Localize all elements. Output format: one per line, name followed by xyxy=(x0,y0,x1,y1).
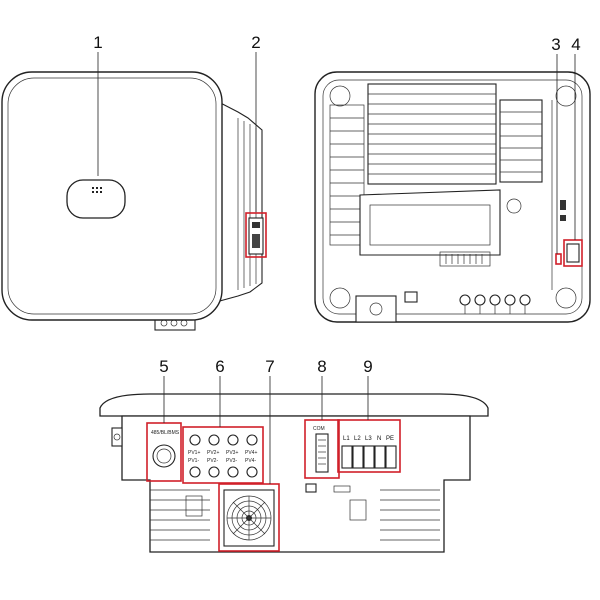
pv4-plus-label: PV4+ xyxy=(245,450,257,456)
rear-right-module xyxy=(499,99,543,183)
corner-mount-br xyxy=(555,287,577,309)
bottom-center-part xyxy=(305,483,317,493)
bottom-left-tab xyxy=(111,427,123,447)
front-view: 1 2 xyxy=(1,33,267,331)
ac-l2-label: L2 xyxy=(354,436,361,442)
comm-port-gland xyxy=(152,444,176,468)
bottom-lid xyxy=(99,393,489,417)
fan-group xyxy=(218,483,280,552)
bottom-left-tab-hole xyxy=(113,433,121,441)
rear-top-heatsink-ribs xyxy=(368,93,496,175)
pv3-plus-label: PV3+ xyxy=(226,450,238,456)
com-connector-pins xyxy=(318,439,326,465)
callout-1: 1 xyxy=(93,33,102,52)
highlight-box-9 xyxy=(337,419,401,473)
pv1-minus-connector xyxy=(189,466,201,478)
corner-mount-tl xyxy=(329,85,351,107)
bottom-left-fins xyxy=(150,489,210,541)
bottom-right-fins xyxy=(349,489,440,541)
pv3-minus-label: PV3- xyxy=(226,458,237,464)
com-label: COM xyxy=(313,426,325,432)
callout-7: 7 xyxy=(265,357,274,376)
ac-pe-label: PE xyxy=(386,436,394,442)
callout-5: 5 xyxy=(159,357,168,376)
rear-bottom-connectors xyxy=(355,291,531,323)
callout-3: 3 xyxy=(551,35,560,54)
corner-mount-tr xyxy=(555,85,577,107)
callout-6: 6 xyxy=(215,357,224,376)
rear-housing-inner xyxy=(322,79,583,315)
callout-8: 8 xyxy=(317,357,326,376)
rear-left-fins xyxy=(329,104,365,246)
com-connector xyxy=(315,433,329,473)
highlight-box-2 xyxy=(245,212,267,258)
callout-2: 2 xyxy=(251,33,260,52)
bottom-view: 485/BL/BMS PV1+ PV2+ PV3+ PV4+ PV1- PV2-… xyxy=(99,357,489,553)
rear-small-part-a xyxy=(560,200,566,210)
pv2-plus-connector xyxy=(208,434,220,446)
rear-mid-panel xyxy=(369,204,491,246)
ac-terminal-l2 xyxy=(352,445,364,469)
comm-port-gland-inner xyxy=(156,448,172,464)
pv2-plus-label: PV2+ xyxy=(207,450,219,456)
ac-l3-label: L3 xyxy=(365,436,372,442)
highlight-box-3 xyxy=(555,253,562,265)
pv4-minus-label: PV4- xyxy=(245,458,256,464)
rear-view: 3 4 xyxy=(314,35,591,323)
comm-port-label: 485/BL/BMS xyxy=(151,430,180,436)
led-indicator-panel xyxy=(66,179,126,219)
pv1-plus-label: PV1+ xyxy=(188,450,200,456)
callout-4: 4 xyxy=(571,35,580,54)
ac-terminal-pe xyxy=(385,445,397,469)
ac-terminal-group: L1 L2 L3 N PE xyxy=(337,419,401,473)
rear-small-part-b xyxy=(560,215,566,221)
ac-terminal-l1 xyxy=(341,445,353,469)
pv1-plus-connector xyxy=(189,434,201,446)
ac-terminal-n xyxy=(374,445,386,469)
rear-vent xyxy=(439,251,491,267)
pv3-minus-connector xyxy=(227,466,239,478)
rear-vent-slots xyxy=(445,254,483,264)
bottom-body xyxy=(121,415,471,553)
front-cover-inner-edge xyxy=(7,77,217,315)
side-switch-knob xyxy=(252,234,260,248)
highlight-box-4 xyxy=(563,239,583,267)
pv1-minus-label: PV1- xyxy=(188,458,199,464)
rear-latch xyxy=(566,243,580,263)
pv4-minus-connector xyxy=(246,466,258,478)
highlight-box-7 xyxy=(218,483,280,552)
bottom-center-label-plate xyxy=(333,485,351,493)
pv2-minus-connector xyxy=(208,466,220,478)
rear-mid-hole xyxy=(506,198,522,214)
highlight-box-6 xyxy=(182,426,264,484)
ac-terminal-l3 xyxy=(363,445,375,469)
side-switch-top xyxy=(252,222,260,228)
ac-l1-label: L1 xyxy=(343,436,350,442)
corner-mount-bl xyxy=(329,287,351,309)
rear-mid-plate xyxy=(359,189,501,256)
pv3-plus-connector xyxy=(227,434,239,446)
pv-connector-group: PV1+ PV2+ PV3+ PV4+ PV1- PV2- PV3- PV4- xyxy=(182,426,264,484)
pv4-plus-connector xyxy=(246,434,258,446)
pv2-minus-label: PV2- xyxy=(207,458,218,464)
led-icon xyxy=(92,187,102,193)
rear-right-module-ribs xyxy=(500,111,542,173)
ac-n-label: N xyxy=(377,436,381,442)
callout-9: 9 xyxy=(363,357,372,376)
